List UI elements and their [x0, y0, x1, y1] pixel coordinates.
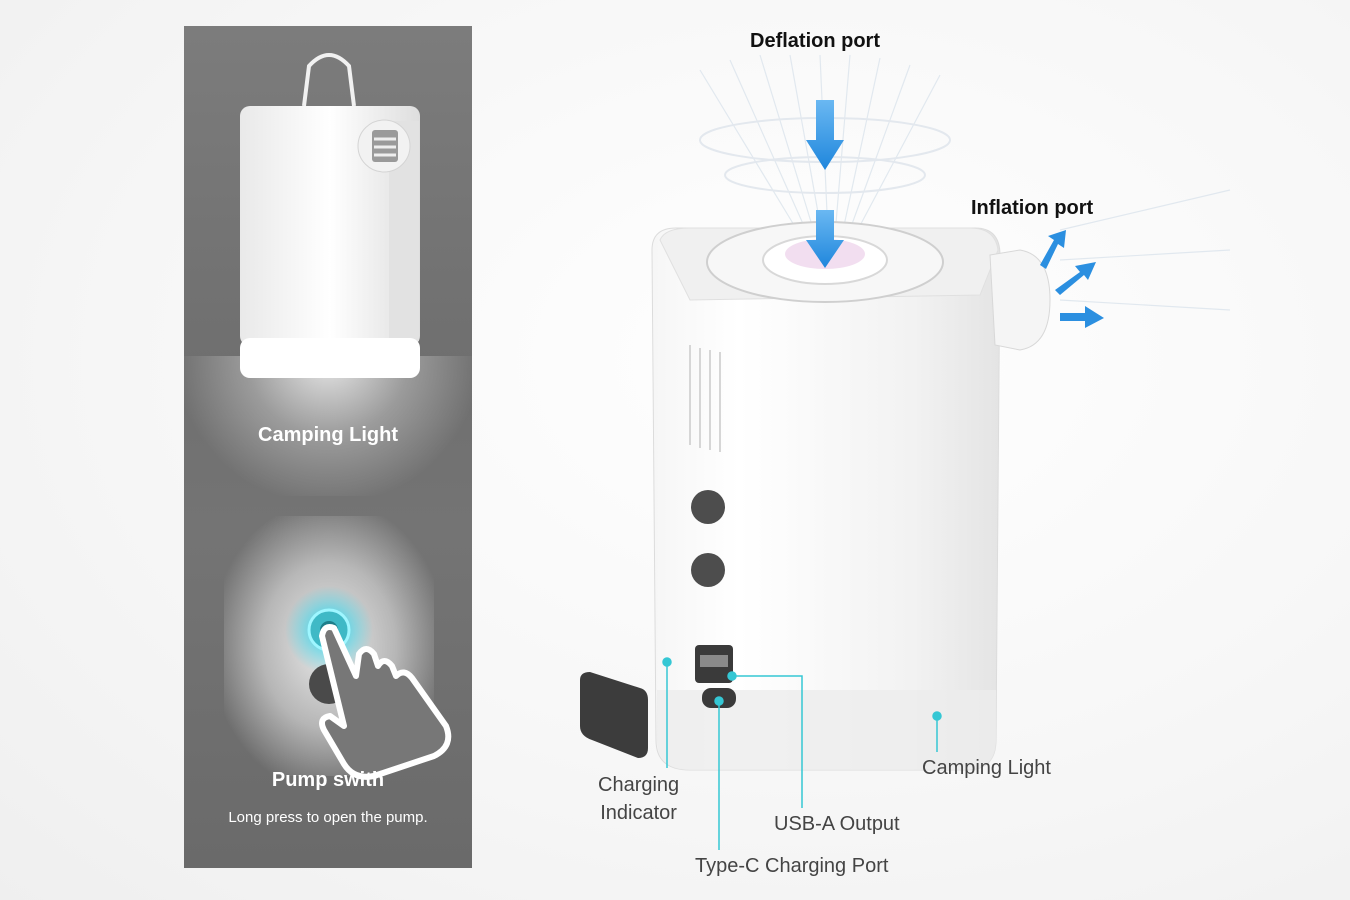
port-cover: [580, 672, 648, 758]
lamp-light-base: [240, 338, 420, 378]
left-feature-panel: Camping Light Pump swith Long press to o…: [184, 26, 472, 868]
camping-light-heading: Camping Light: [258, 424, 398, 446]
charging-indicator-line2: Indicator: [600, 802, 677, 824]
side-vents: [689, 345, 721, 452]
inflation-nozzle: [989, 249, 1051, 351]
camping-light-glow: [184, 356, 472, 496]
deflation-arrows: [806, 100, 844, 268]
callout-lines: [662, 657, 942, 850]
charging-indicator-label: Charging Indicator: [598, 771, 679, 827]
side-button-bottom: [691, 553, 725, 587]
camping-light-label: Camping Light: [922, 757, 1051, 779]
type-c-charging-port-label: Type-C Charging Port: [695, 855, 889, 877]
pump-switch-heading: Pump swith: [271, 769, 385, 791]
lamp-handle: [302, 53, 356, 107]
charging-indicator-line1: Charging: [598, 774, 680, 796]
device-light-band: [657, 690, 996, 770]
usb-a-output-label: USB-A Output: [774, 813, 900, 835]
side-button-top: [691, 490, 725, 524]
hand-icon: [319, 624, 452, 780]
left-panel-illustration: [240, 53, 452, 780]
inflation-port-label: Inflation port: [971, 197, 1094, 219]
inflation-arrows: [1040, 230, 1104, 328]
airflow-rays: [699, 54, 1231, 311]
pump-switch-caption: Long press to open the pump.: [228, 809, 428, 826]
deflation-port-label: Deflation port: [750, 30, 880, 52]
